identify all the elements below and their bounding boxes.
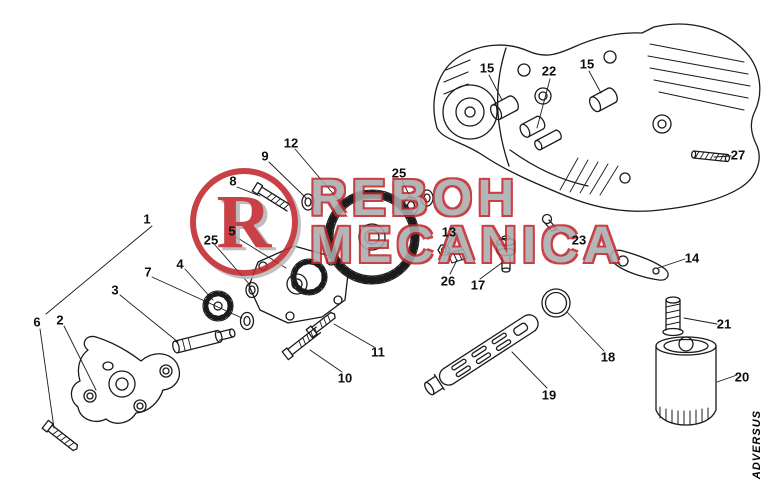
- washer-25-pair: [403, 189, 434, 216]
- section-hatching: [559, 157, 619, 196]
- washer-7: [239, 311, 255, 331]
- cylinder-fins: [443, 43, 751, 111]
- pump-housing-5: [248, 245, 349, 324]
- orientation-label: ADVERSUS: [751, 409, 763, 479]
- bushing-22: [519, 115, 546, 138]
- mount-bolt-6: [41, 419, 79, 452]
- bushing-15-left: [489, 95, 519, 121]
- bolt-11: [305, 311, 336, 339]
- oil-pipe-19: [424, 314, 539, 396]
- washer-9: [301, 193, 315, 211]
- leader-lines: [39, 70, 738, 429]
- crankcase: [433, 23, 761, 212]
- oil-filter-20: [655, 336, 717, 426]
- o-ring-25-left: [245, 281, 259, 299]
- pump-shaft-3: [172, 328, 236, 354]
- spring-26: [447, 248, 468, 264]
- pump-cover-2: [70, 335, 180, 424]
- bypass-valve-17: [496, 235, 516, 273]
- dowel-22: [534, 129, 562, 151]
- bracket-14: [609, 249, 669, 281]
- bushing-15-right: [588, 87, 618, 113]
- pump-gear-4: [202, 290, 234, 322]
- filter-union-21: [662, 296, 684, 337]
- o-ring-18: [541, 288, 571, 318]
- oil-plug-23: [541, 213, 558, 232]
- bolt-10: [281, 326, 322, 361]
- drive-gear-12: [324, 189, 420, 285]
- bolt-8: [251, 181, 292, 212]
